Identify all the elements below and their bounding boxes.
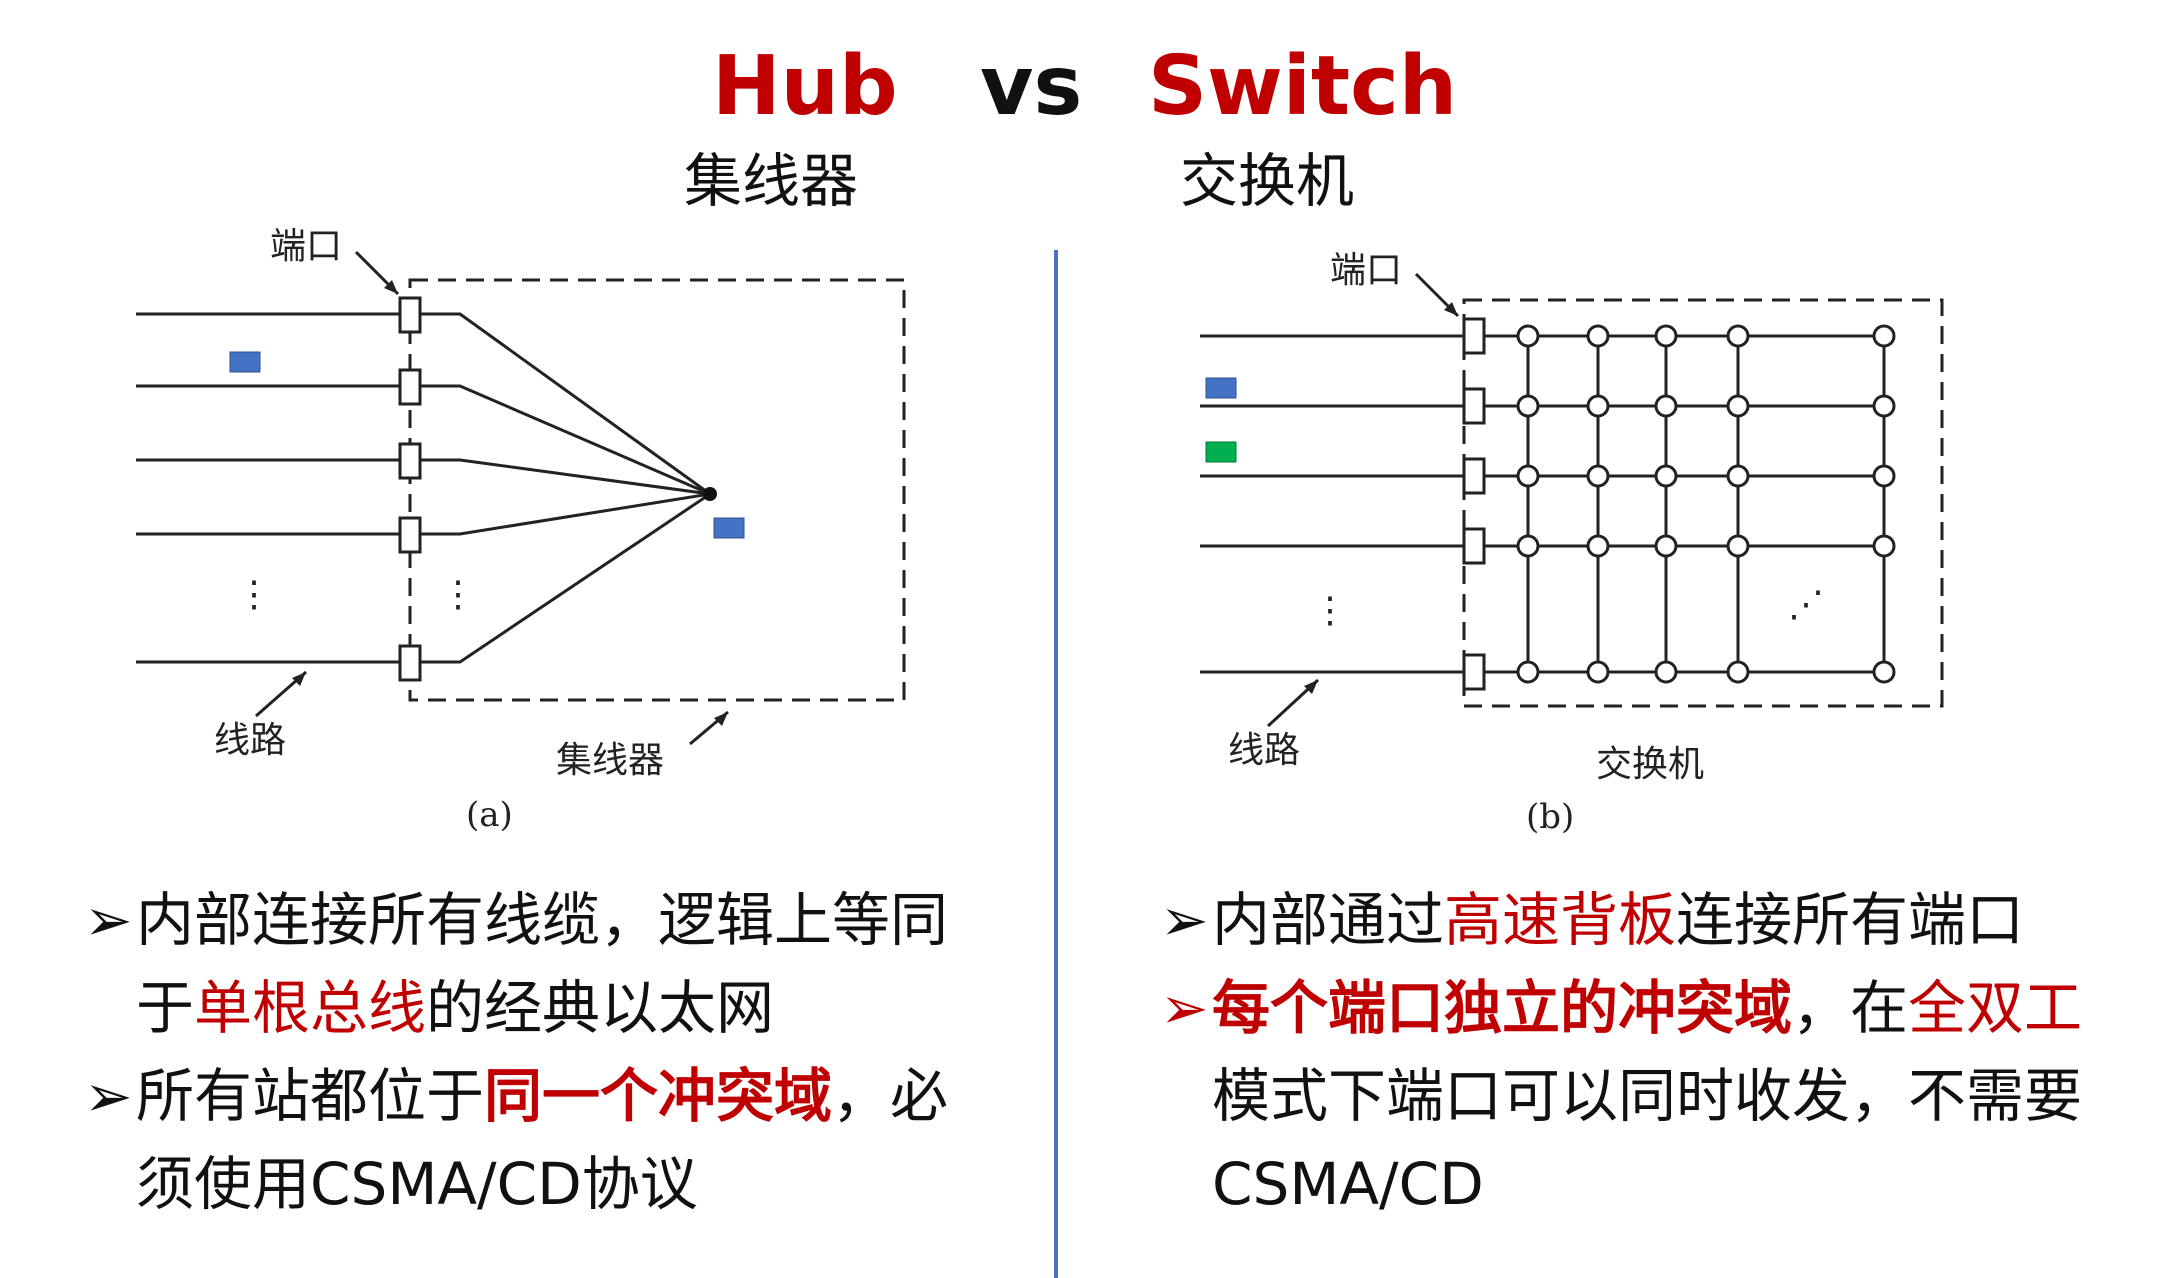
switch-box xyxy=(1462,298,1944,708)
switch-ellipsis-inner: ⋰ xyxy=(1788,584,1824,625)
hub-frame-2 xyxy=(713,517,745,539)
switch-crosspoint xyxy=(1654,464,1678,488)
hub-port-label: 端口 xyxy=(270,226,342,267)
hub-conv-4 xyxy=(420,492,711,536)
switch-crosspoint xyxy=(1654,394,1678,418)
switch-crosspoint xyxy=(1726,324,1750,348)
backplane-highlight: 高速背板 xyxy=(1444,886,1677,954)
switch-crosspoint xyxy=(1654,534,1678,558)
hub-bullet-1: ➢ 内部连接所有线缆，逻辑上等同 于单根总线的经典以太网 xyxy=(84,876,1024,1052)
full-duplex-highlight: 全双工 xyxy=(1908,974,2083,1042)
hub-line-arrowhead xyxy=(292,672,306,686)
switch-crosspoint xyxy=(1872,660,1896,684)
switch-ellipsis-left: ⋮ xyxy=(1312,590,1348,631)
switch-crosspoint xyxy=(1872,534,1896,558)
bullet-arrow-icon: ➢ xyxy=(1160,886,1209,954)
hub-box-arrowhead xyxy=(714,712,728,726)
switch-crosspoint xyxy=(1654,660,1678,684)
switch-crosspoint xyxy=(1586,324,1610,348)
switch-crosspoint xyxy=(1586,534,1610,558)
hub-bullet-2: ➢ 所有站都位于同一个冲突域，必 须使用CSMA/CD协议 xyxy=(84,1052,1024,1228)
same-collision-domain-highlight: 同一个冲突域 xyxy=(484,1062,833,1130)
switch-bullets: ➢ 内部通过高速背板连接所有端口 ➢ 每个端口独立的冲突域，在全双工 模式下端口… xyxy=(1160,876,2170,1228)
switch-bullet-1: ➢ 内部通过高速背板连接所有端口 xyxy=(1160,876,2170,964)
switch-crosspoint xyxy=(1872,324,1896,348)
hub-ellipsis-left: ⋮ xyxy=(236,574,272,615)
hub-center-node xyxy=(703,487,717,501)
bullet-arrow-icon: ➢ xyxy=(84,886,133,954)
hub-port-arrowhead xyxy=(384,280,398,294)
switch-frame-blue xyxy=(1205,377,1237,399)
switch-crosspoint xyxy=(1586,660,1610,684)
hub-title: Hub xyxy=(712,39,898,134)
switch-crosspoint xyxy=(1516,464,1540,488)
bullet-arrow-icon: ➢ xyxy=(1160,974,1209,1042)
switch-port-label: 端口 xyxy=(1330,250,1402,291)
hub-conv-2 xyxy=(420,384,711,496)
switch-port-4 xyxy=(1462,527,1486,565)
switch-crosspoint xyxy=(1516,660,1540,684)
switch-port-1 xyxy=(1462,317,1486,355)
switch-box-label: 交换机 xyxy=(1596,744,1704,785)
hub-ellipsis-inner: ⋮ xyxy=(440,574,476,615)
hub-box xyxy=(408,278,906,702)
switch-port-5 xyxy=(1462,653,1486,691)
switch-caption: (b) xyxy=(1526,797,1574,837)
switch-crosspoint xyxy=(1516,394,1540,418)
switch-crosspoint xyxy=(1872,394,1896,418)
hub-conv-1 xyxy=(420,312,711,496)
independent-collision-domain-highlight: 每个端口独立的冲突域 xyxy=(1212,974,1793,1042)
switch-crosspoint xyxy=(1726,534,1750,558)
hub-conv-3 xyxy=(420,458,711,496)
switch-port-arrowhead xyxy=(1444,302,1458,316)
switch-line-arrowhead xyxy=(1304,680,1318,694)
switch-crosspoint xyxy=(1586,394,1610,418)
hub-caption: (a) xyxy=(466,795,513,835)
switch-port-3 xyxy=(1462,457,1486,495)
switch-subtitle: 交换机 xyxy=(1180,147,1355,215)
center-divider xyxy=(1054,250,1058,1278)
switch-crosspoint xyxy=(1726,394,1750,418)
switch-crosspoint xyxy=(1726,464,1750,488)
vs-label: vs xyxy=(980,39,1083,134)
switch-crosspoint xyxy=(1726,660,1750,684)
switch-crosspoint xyxy=(1516,324,1540,348)
switch-title: Switch xyxy=(1148,39,1458,134)
hub-box-label: 集线器 xyxy=(556,740,664,781)
hub-bullets: ➢ 内部连接所有线缆，逻辑上等同 于单根总线的经典以太网 ➢ 所有站都位于同一个… xyxy=(84,876,1024,1228)
switch-crosspoint xyxy=(1872,464,1896,488)
bullet-arrow-icon: ➢ xyxy=(84,1062,133,1130)
switch-crosspoint xyxy=(1516,534,1540,558)
hub-subtitle: 集线器 xyxy=(684,147,859,215)
switch-port-2 xyxy=(1462,387,1486,425)
switch-crosspoint xyxy=(1586,464,1610,488)
switch-bullet-2: ➢ 每个端口独立的冲突域，在全双工 模式下端口可以同时收发，不需要 CSMA/C… xyxy=(1160,964,2170,1228)
switch-crosspoint xyxy=(1654,324,1678,348)
switch-line-label: 线路 xyxy=(1228,730,1300,771)
hub-conv-5 xyxy=(420,492,711,664)
hub-frame-1 xyxy=(229,351,261,373)
hub-line-label: 线路 xyxy=(214,720,286,761)
switch-frame-green xyxy=(1205,441,1237,463)
single-bus-highlight: 单根总线 xyxy=(194,974,427,1042)
